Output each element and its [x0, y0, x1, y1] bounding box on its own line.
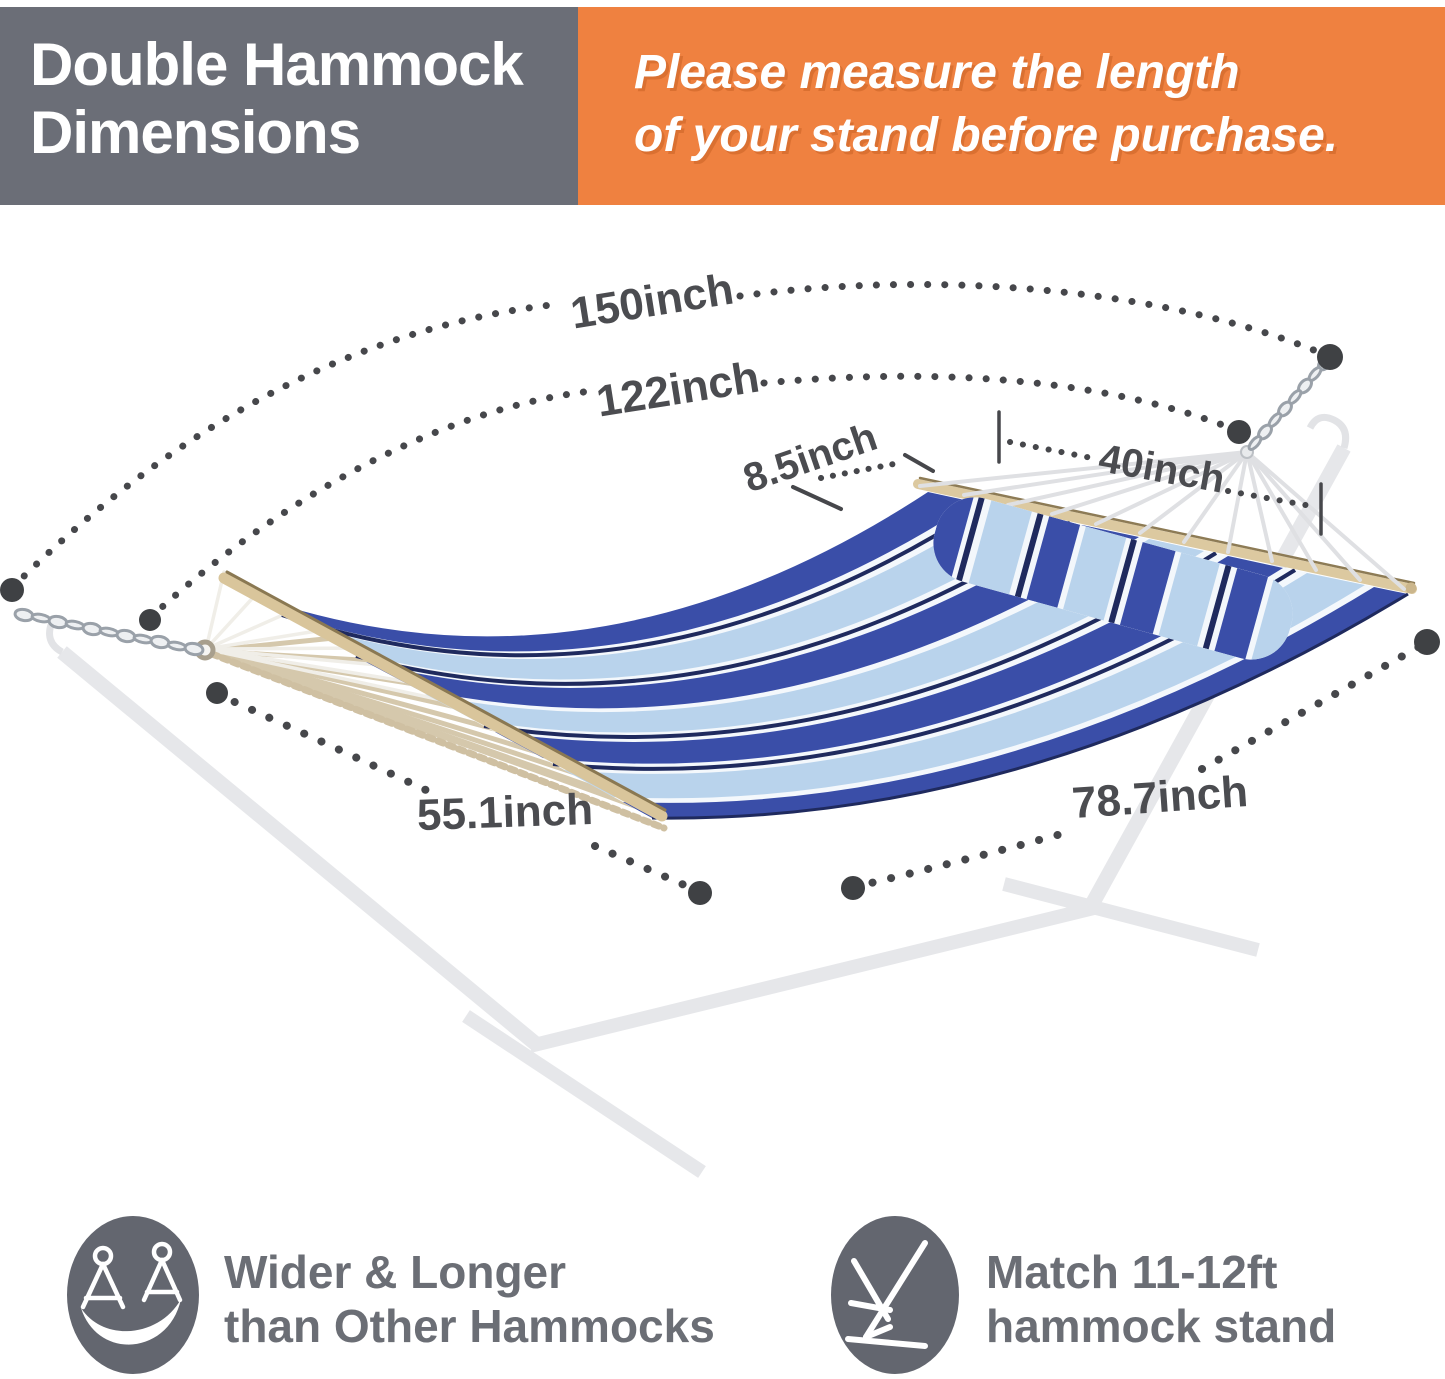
- endpoint-dot: [841, 876, 865, 900]
- page-title-line1: Double Hammock: [30, 31, 524, 98]
- endpoint-dot: [1227, 420, 1251, 444]
- label-frame-length: 122inch: [593, 352, 763, 426]
- arc-150-left: [8, 300, 564, 592]
- endpoint-dot: [688, 881, 712, 905]
- tick-85-right: [903, 453, 935, 473]
- feature-match-stand: Match 11-12ft hammock stand: [828, 1215, 1336, 1375]
- pillow: [924, 488, 1302, 669]
- dots-85: [818, 460, 902, 481]
- feature1-line1: Wider & Longer: [224, 1246, 567, 1299]
- arc-122-left: [146, 387, 596, 622]
- endpoint-dot: [206, 682, 228, 704]
- left-chain: [13, 607, 205, 657]
- endpoint-dot: [139, 609, 161, 631]
- dots-40a: [1007, 439, 1100, 462]
- notice-line2: of your stand before purchase.: [634, 109, 1339, 163]
- feature2-line2: hammock stand: [986, 1300, 1337, 1352]
- tick-85-left: [791, 485, 843, 511]
- notice-banner: Please measure the length of your stand …: [578, 7, 1445, 205]
- hammock-stand-icon: [831, 1216, 959, 1374]
- label-bed-length: 78.7inch: [1070, 767, 1249, 828]
- right-chain: [1247, 354, 1333, 451]
- endpoint-dot: [1317, 344, 1343, 370]
- right-bar-endcap: [1405, 582, 1417, 594]
- endpoint-dot: [1414, 629, 1440, 655]
- page-title-line2: Dimensions: [30, 99, 361, 167]
- endpoint-dot: [0, 578, 24, 602]
- hammock-stand-ghost: [46, 444, 1351, 1178]
- label-bed-width: 55.1inch: [416, 785, 594, 840]
- spreader-bar-right: [913, 476, 1417, 594]
- line-78: [850, 827, 1076, 891]
- line-78b: [1198, 640, 1428, 773]
- arc-122-right: [760, 372, 1242, 435]
- notice-line1: Please measure the length: [634, 46, 1240, 99]
- right-rope-fan: [918, 450, 1406, 591]
- arc-150-right: [736, 280, 1332, 360]
- feature-wider-longer: Wider & Longer than Other Hammocks: [66, 1215, 715, 1375]
- label-total-length: 150inch: [567, 264, 737, 338]
- title-banner: Double Hammock Dimensions: [0, 7, 578, 205]
- double-hammock-icon: [67, 1216, 199, 1374]
- line-55b: [591, 842, 702, 895]
- dots-40b: [1225, 488, 1314, 509]
- spreader-bar-left: [218, 570, 668, 822]
- feature2-line1: Match 11-12ft: [986, 1246, 1278, 1299]
- label-pillow-offset: 8.5inch: [738, 415, 883, 501]
- stand-right-post-top: [1300, 413, 1350, 522]
- left-rope-fan: [203, 570, 668, 832]
- feature1-line2: than Other Hammocks: [224, 1300, 715, 1352]
